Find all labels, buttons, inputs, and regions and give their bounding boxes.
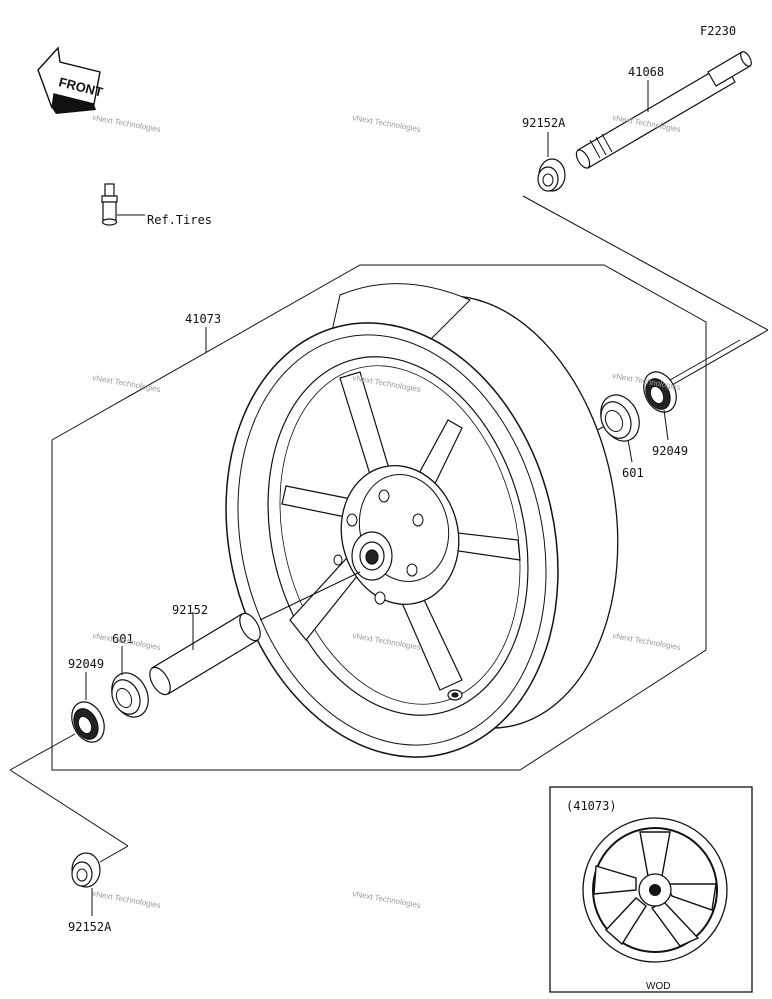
collar-top-part bbox=[537, 132, 566, 192]
label-601-right: 601 bbox=[622, 466, 644, 480]
label-41073: 41073 bbox=[185, 312, 221, 326]
bearing-right bbox=[600, 394, 640, 463]
inset-box: (41073) WOD bbox=[549, 786, 753, 993]
oil-seal-left bbox=[71, 672, 105, 743]
label-92152A-bottom: 92152A bbox=[68, 920, 112, 934]
inset-label: (41073) bbox=[566, 799, 617, 813]
svg-text:vNext Technologies: vNext Technologies bbox=[612, 631, 682, 652]
axle-part bbox=[575, 51, 752, 169]
svg-text:vNext Technologies: vNext Technologies bbox=[352, 113, 422, 134]
spacer-part bbox=[149, 571, 361, 696]
label-92049-left: 92049 bbox=[68, 657, 104, 671]
label-92152A-top: 92152A bbox=[522, 116, 566, 130]
tire-valve: Ref.Tires bbox=[101, 183, 212, 227]
label-92152: 92152 bbox=[172, 603, 208, 617]
bearing-left bbox=[111, 646, 149, 718]
label-601-left: 601 bbox=[112, 632, 134, 646]
oil-seal-right bbox=[643, 371, 677, 441]
ref-tires-note: Ref.Tires bbox=[147, 213, 212, 227]
label-41068: 41068 bbox=[628, 65, 664, 79]
front-wheel bbox=[225, 283, 619, 758]
svg-text:vNext Technologies: vNext Technologies bbox=[92, 113, 162, 134]
svg-text:vNext Technologies: vNext Technologies bbox=[92, 889, 162, 910]
svg-text:vNext Technologies: vNext Technologies bbox=[92, 373, 162, 394]
front-arrow-icon: FRONT bbox=[37, 46, 104, 114]
figure-code: F2230 bbox=[700, 24, 736, 38]
inset-caption: WOD bbox=[646, 981, 670, 992]
label-92049-right: 92049 bbox=[652, 444, 688, 458]
assembly-frame bbox=[9, 195, 769, 863]
svg-text:vNext Technologies: vNext Technologies bbox=[352, 889, 422, 910]
collar-bottom-part bbox=[71, 852, 101, 916]
